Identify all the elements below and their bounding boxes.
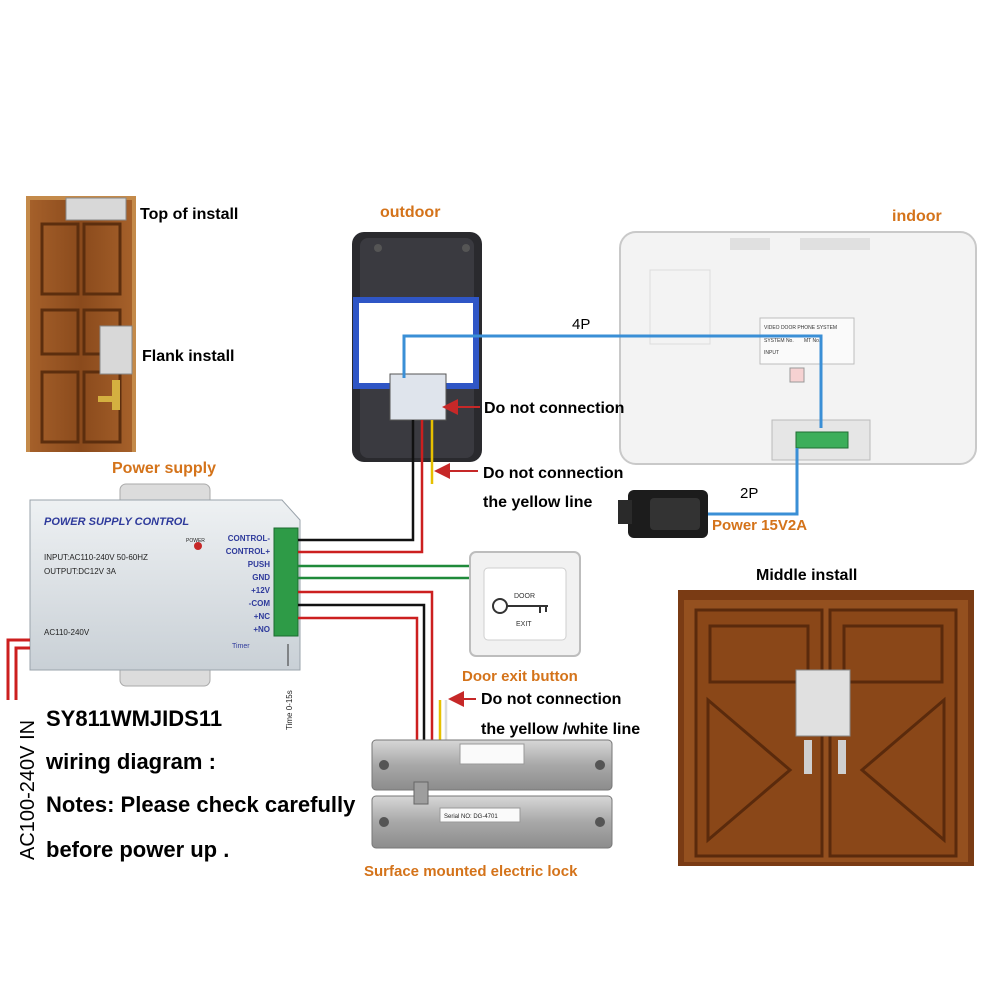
- monitor-sticker-mt: MT No.: [804, 338, 820, 344]
- door-exit-label: Door exit button: [462, 668, 578, 685]
- outdoor-unit: [352, 232, 482, 462]
- door-exit-button: [469, 551, 581, 657]
- box-input-spec: INPUT:AC110-240V 50-60HZ: [44, 553, 148, 562]
- door-handle-icon: [112, 380, 120, 410]
- indoor-monitor: VIDEO DOOR PHONE SYSTEM SYSTEM No. MT No…: [619, 231, 977, 465]
- power-adapter-label: Power 15V2A: [712, 517, 807, 534]
- wire-12v: [298, 590, 434, 740]
- top-install-label: Top of install: [140, 206, 238, 223]
- power-adapter: [618, 490, 708, 538]
- flank-install-label: Flank install: [142, 348, 234, 365]
- notes-line-2: before power up .: [46, 837, 229, 862]
- wire-control-plus: [298, 420, 424, 554]
- left-handle-icon: [804, 740, 812, 774]
- box-power-led-label: POWER: [186, 538, 205, 544]
- right-handle-icon: [838, 740, 846, 774]
- terminal-no: +NO: [253, 625, 270, 634]
- camera-lens-icon: [374, 244, 382, 252]
- notes-line-1: Notes: Please check carefully: [46, 792, 356, 817]
- wire-nc: [298, 616, 419, 740]
- terminal-control-minus: CONTROL-: [228, 534, 271, 543]
- wiring-diagram-title: wiring diagram :: [45, 749, 216, 774]
- power-supply-box: [29, 483, 301, 687]
- monitor-sticker-system: SYSTEM No.: [764, 338, 794, 344]
- exit-button-bottom-text: EXIT: [516, 621, 532, 628]
- box-ac-label: AC110-240V: [44, 628, 90, 637]
- middle-lock-icon: [795, 669, 851, 737]
- top-lock-icon: [65, 197, 127, 221]
- wire-4p: [402, 334, 823, 428]
- terminal-nc: +NC: [254, 612, 270, 621]
- lock-caption: Surface mounted electric lock: [364, 863, 578, 880]
- wire-mains-l: [6, 638, 30, 700]
- flank-lock-icon: [99, 325, 133, 375]
- monitor-connector: [795, 431, 849, 449]
- outdoor-label: outdoor: [380, 204, 440, 221]
- terminal-gnd: GND: [252, 573, 270, 582]
- box-timer-label: Timer: [232, 643, 250, 650]
- yellow-white-note: the yellow /white line: [481, 721, 640, 738]
- no-connection-note-3: Do not connection: [481, 691, 621, 708]
- terminal-labels: CONTROL- CONTROL+ PUSH GND +12V -COM +NC…: [226, 534, 271, 634]
- two-p-label: 2P: [740, 485, 758, 502]
- model-number: SY811WMJIDS11: [46, 706, 222, 731]
- yellow-line-note: the yellow line: [483, 494, 592, 511]
- lock-serial: Serial NO: DG-4701: [444, 814, 498, 820]
- terminal-12v: +12V: [251, 586, 271, 595]
- monitor-sticker-title: VIDEO DOOR PHONE SYSTEM: [764, 325, 837, 331]
- no-connection-note-2: Do not connection: [483, 465, 623, 482]
- exit-button-top-text: DOOR: [514, 593, 535, 600]
- box-output-spec: OUTPUT:DC12V 3A: [44, 567, 117, 576]
- four-p-label: 4P: [572, 316, 590, 333]
- power-led-icon: [194, 542, 202, 550]
- mains-input-label: AC100-240V IN: [17, 720, 39, 860]
- wire-control-minus: [298, 420, 415, 542]
- no-connection-note-1: Do not connection: [484, 400, 624, 417]
- indoor-label: indoor: [892, 208, 942, 225]
- box-title: POWER SUPPLY CONTROL: [44, 516, 189, 528]
- electric-lock: [371, 739, 613, 849]
- monitor-sticker-input: INPUT: [764, 350, 779, 356]
- wire-2p: [708, 448, 799, 516]
- middle-install-label: Middle install: [756, 567, 857, 584]
- terminal-control-plus: CONTROL+: [226, 547, 271, 556]
- power-supply-label: Power supply: [112, 460, 216, 477]
- terminal-com: -COM: [249, 599, 271, 608]
- wire-mains-n: [14, 646, 30, 700]
- wires: [6, 334, 823, 740]
- terminal-push: PUSH: [248, 560, 270, 569]
- wire-com: [298, 603, 426, 740]
- double-door-photo: [678, 590, 974, 866]
- timer-range-label: Time 0-15s: [285, 690, 294, 730]
- terminal-block: [273, 527, 299, 637]
- single-door-photo: [26, 196, 136, 452]
